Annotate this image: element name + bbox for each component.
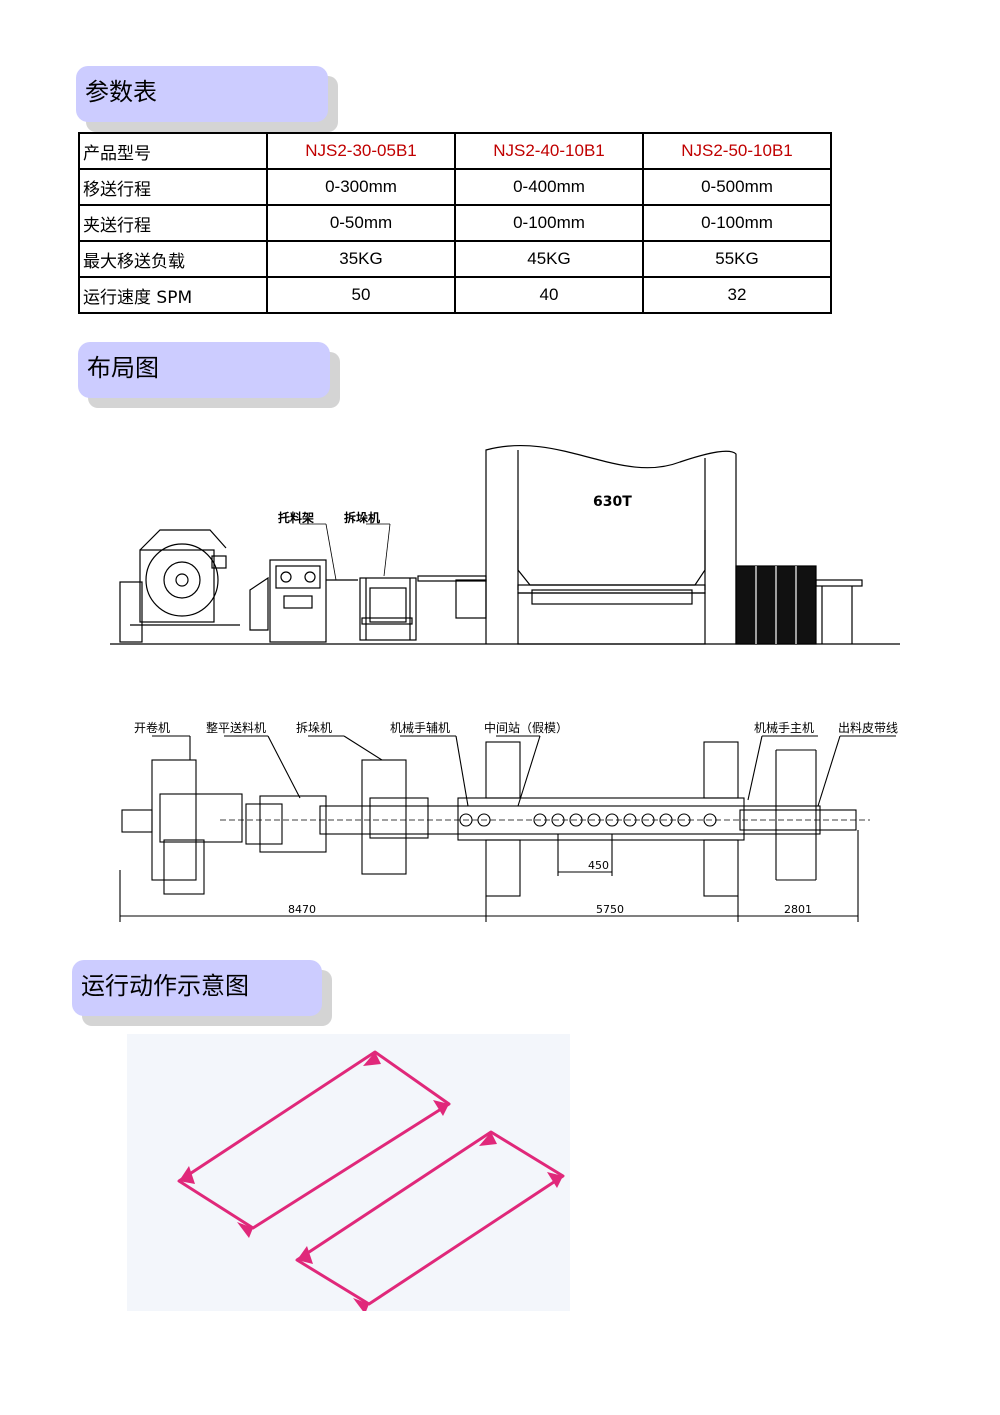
destacker-label: 拆垛机 — [344, 510, 380, 525]
value-cell: 0-100mm — [642, 204, 832, 242]
section-motion-title: 运行动作示意图 — [72, 960, 322, 1016]
press-label: 630T — [593, 494, 632, 510]
model-cell: NJS2-50-10B1 — [642, 132, 832, 170]
side-view-drawing: 630T 托料架 拆垛机 — [110, 445, 900, 645]
value-cell: 40 — [454, 276, 644, 314]
value-cell: 32 — [642, 276, 832, 314]
tray-label: 托料架 — [278, 510, 314, 525]
dim-8470: 8470 — [288, 903, 316, 916]
value-cell: 50 — [266, 276, 456, 314]
value-cell: 0-400mm — [454, 168, 644, 206]
label-robot-aux: 机械手辅机 — [390, 720, 450, 735]
row-label: 移送行程 — [78, 168, 268, 206]
motion-diagram — [127, 1034, 570, 1311]
row-label: 最大移送负载 — [78, 240, 268, 278]
label-destacker: 拆垛机 — [296, 720, 332, 735]
top-view-drawing: 开卷机 整平送料机 拆垛机 机械手辅机 中间站（假模） 机械手主机 出料皮带线 — [119, 720, 898, 922]
dim-5750: 5750 — [596, 903, 624, 916]
dim-2801: 2801 — [784, 903, 812, 916]
row-label: 运行速度 SPM — [78, 276, 268, 314]
value-cell: 0-50mm — [266, 204, 456, 242]
label-middle-station: 中间站（假模） — [484, 720, 568, 735]
value-cell: 45KG — [454, 240, 644, 278]
dim-spacing: 450 — [588, 859, 609, 872]
row-label: 夹送行程 — [78, 204, 268, 242]
section-layout-title: 布局图 — [78, 342, 330, 398]
label-uncoiler: 开卷机 — [134, 720, 170, 735]
label-leveler-feeder: 整平送料机 — [206, 720, 266, 735]
value-cell: 0-300mm — [266, 168, 456, 206]
value-cell: 0-500mm — [642, 168, 832, 206]
section-params-title: 参数表 — [76, 66, 328, 122]
value-cell: 55KG — [642, 240, 832, 278]
model-cell: NJS2-40-10B1 — [454, 132, 644, 170]
model-cell: NJS2-30-05B1 — [266, 132, 456, 170]
label-robot-main: 机械手主机 — [754, 720, 814, 735]
value-cell: 0-100mm — [454, 204, 644, 242]
label-exit-conveyor: 出料皮带线 — [838, 721, 898, 735]
value-cell: 35KG — [266, 240, 456, 278]
row-label: 产品型号 — [78, 132, 268, 170]
